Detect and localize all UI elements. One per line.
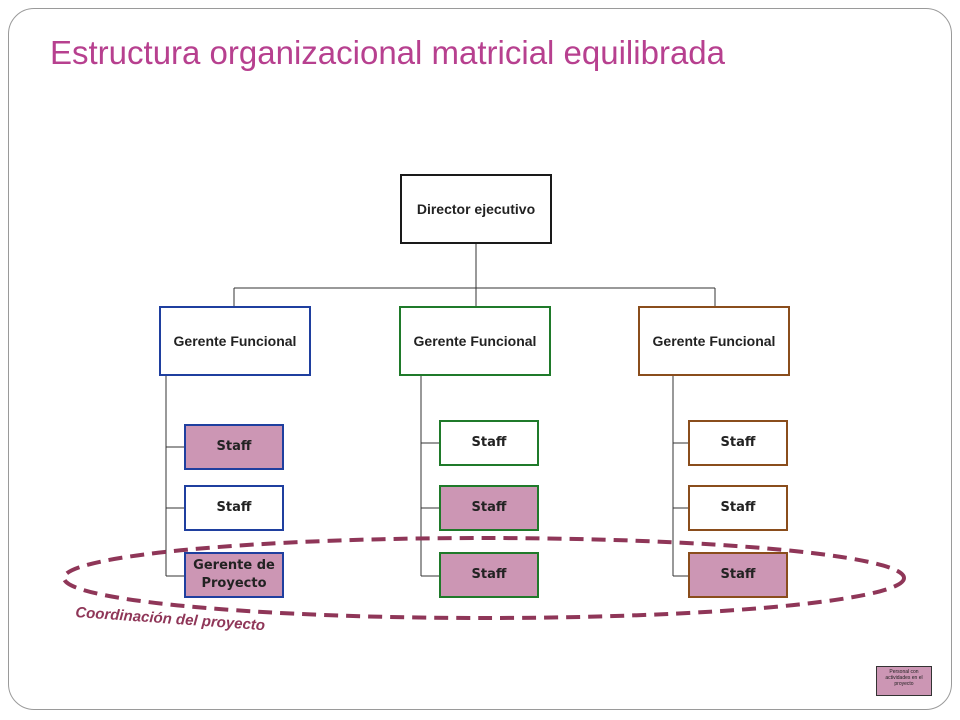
legend-box: Personal con actividades en el proyecto <box>876 666 932 696</box>
page-title: Estructura organizacional matricial equi… <box>50 34 726 71</box>
staff-2-2: Staff <box>439 485 539 531</box>
project-manager-box: Gerente de Proyecto <box>184 552 284 598</box>
staff-2-1: Staff <box>439 420 539 466</box>
staff-1-1: Staff <box>184 424 284 470</box>
staff-3-3: Staff <box>688 552 788 598</box>
functional-manager-3: Gerente Funcional <box>638 306 790 376</box>
staff-3-1: Staff <box>688 420 788 466</box>
director-box: Director ejecutivo <box>400 174 552 244</box>
functional-manager-2: Gerente Funcional <box>399 306 551 376</box>
staff-1-2: Staff <box>184 485 284 531</box>
staff-3-2: Staff <box>688 485 788 531</box>
functional-manager-1: Gerente Funcional <box>159 306 311 376</box>
staff-2-3: Staff <box>439 552 539 598</box>
